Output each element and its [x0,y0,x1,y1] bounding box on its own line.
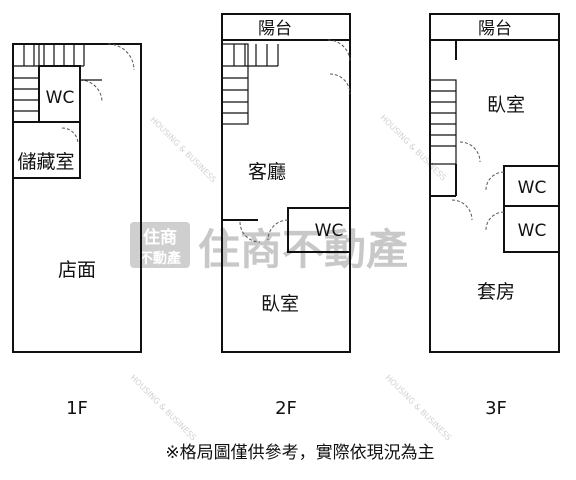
floor-1f-storage-wall [12,121,81,179]
watermark-tagline-1: HOUSING & BUSINESS [149,115,218,184]
floor-1f-storage-door [61,127,79,145]
floor-2f-bedroom-label: 臥室 [261,293,299,315]
floor-3f: 陽台 臥室 WC WC 套房 [429,13,560,353]
floor-1f-storage-label: 儲藏室 [17,151,74,173]
level-label-3f: 3F [485,398,507,419]
floor-2f-wc-door [267,219,289,241]
floor-3f-wc2-label: WC [518,221,547,241]
floor-2f-side-door [329,73,351,95]
floor-3f-suite-label: 套房 [477,281,515,303]
floor-2f-balcony-label: 陽台 [258,19,292,39]
floor-1f-wc-door [79,79,103,103]
floor-1f-outline [12,43,142,353]
floor-3f-wc1-door [485,171,505,191]
floor-3f-bedroom-door [459,141,481,163]
floor-2f: 陽台 客廳 WC 臥室 [221,13,351,353]
floor-3f-stairs [429,79,457,165]
level-label-2f: 2F [275,398,297,419]
floor-3f-wc1-label: WC [518,178,547,198]
floor-1f-wc-label: WC [46,88,75,108]
floor-3f-suite-door [451,199,473,221]
floor-2f-balcony-door [327,39,351,63]
watermark: 住商 不動產 住商不動產 HOUSING & BUSINESS HOUSING … [129,113,453,442]
watermark-tagline-4: HOUSING & BUSINESS [384,373,453,442]
watermark-logo-line2: 不動產 [139,250,181,267]
floor-2f-living-label: 客廳 [248,161,286,183]
floor-1f-entry-door [107,43,135,71]
floor-3f-balcony-label: 陽台 [478,19,512,39]
level-label-1f: 1F [66,398,88,419]
floor-3f-wc2-door [485,211,505,231]
disclaimer-note: ※格局圖僅供參考，實際依現況為主 [165,443,434,463]
watermark-tagline-3: HOUSING & BUSINESS [129,373,198,442]
watermark-brand: 住商不動產 [198,225,408,274]
floor-1f: WC 儲藏室 店面 [12,43,142,353]
floor-3f-bedroom-label: 臥室 [487,94,525,116]
floor-2f-bedroom-door [239,221,261,243]
watermark-logo-line1: 住商 [143,227,177,248]
floor-2f-stairs [221,43,279,125]
floor-2f-outline [221,13,351,353]
floor-1f-shop-label: 店面 [58,259,96,281]
watermark-logo-box [130,222,190,268]
floor-1f-stairs [12,43,85,123]
floor-2f-wc-label: WC [315,221,344,241]
